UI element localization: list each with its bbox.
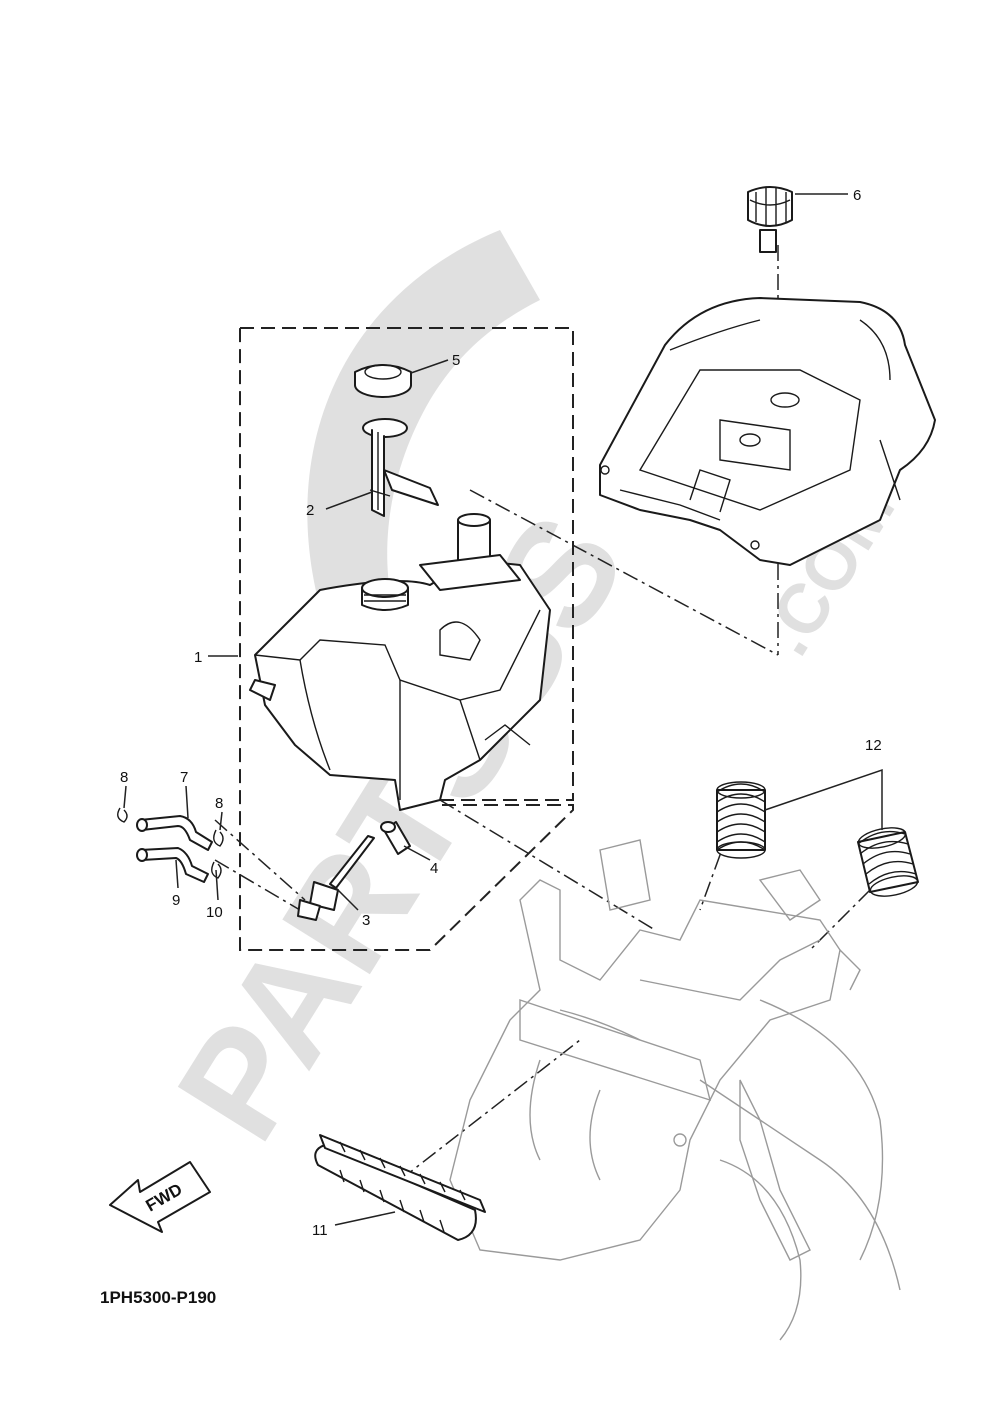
guide-line-tank-to-cover [469, 489, 779, 656]
callout-8-left[interactable]: 8 [120, 769, 128, 786]
part-8-clip-a [117, 807, 128, 823]
callout-1[interactable]: 1 [194, 649, 202, 666]
part-7-hose [136, 815, 213, 851]
callout-10[interactable]: 10 [206, 904, 223, 921]
fwd-direction-arrow[interactable]: FWD [109, 1161, 211, 1233]
frame-outline [449, 839, 901, 1341]
callout-7[interactable]: 7 [180, 769, 188, 786]
part-9-hose [136, 847, 209, 883]
part-8-clip-b [213, 829, 224, 847]
callout-9[interactable]: 9 [172, 892, 180, 909]
callout-5[interactable]: 5 [452, 352, 460, 369]
callout-labels: 1 2 3 4 5 6 7 8 8 9 10 11 12 [120, 187, 882, 1239]
part-12-spring-upper [716, 781, 766, 859]
part-4-plug [380, 821, 411, 855]
callout-6[interactable]: 6 [853, 187, 861, 204]
part-3-fuel-cock [297, 835, 375, 921]
assembly-boundary [239, 327, 574, 951]
part-10-clip [211, 861, 222, 879]
callout-12[interactable]: 12 [865, 737, 882, 754]
callout-8-right[interactable]: 8 [215, 795, 223, 812]
callout-4[interactable]: 4 [430, 860, 438, 877]
part-2-fuel-sender [362, 418, 439, 517]
callout-11[interactable]: 11 [312, 1222, 328, 1239]
callout-3[interactable]: 3 [362, 912, 370, 929]
callout-2[interactable]: 2 [306, 502, 314, 519]
seat-cover-body [599, 297, 936, 566]
part-5-gasket [354, 364, 412, 398]
guide-line-hose-to-cock [214, 819, 306, 901]
guide-line-protector-to-frame [399, 1039, 581, 1181]
guide-line-spring-1 [699, 799, 741, 911]
part-11-protector [314, 1134, 486, 1241]
part-6-cap [747, 186, 793, 253]
part-12-spring-lower [857, 827, 919, 897]
part-1-fuel-tank [249, 513, 551, 811]
diagram-code: 1PH5300-P190 [100, 1288, 216, 1307]
leader-lines [123, 193, 883, 1226]
